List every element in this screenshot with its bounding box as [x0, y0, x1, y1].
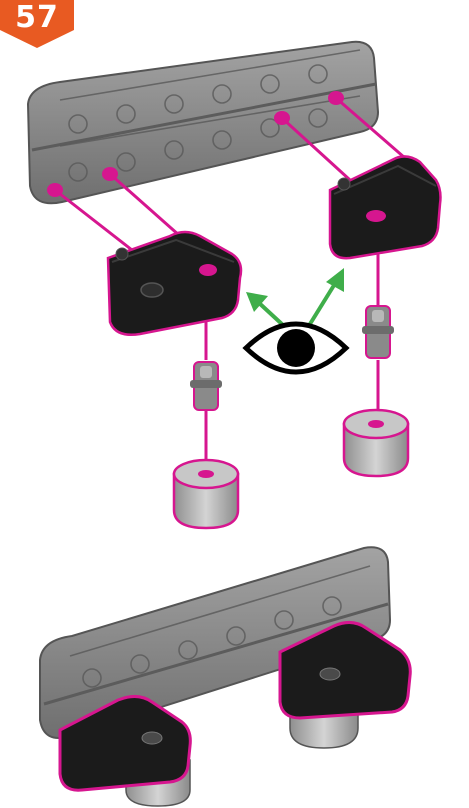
- axle-left: [190, 362, 222, 410]
- view-arrow-icon: [246, 268, 344, 326]
- bracket-right: [330, 156, 441, 258]
- eye-icon: [246, 324, 346, 372]
- wheel-left: [174, 460, 238, 528]
- assembled-view: [40, 547, 410, 806]
- wheel-right: [344, 410, 408, 476]
- frame-beam-top: [28, 42, 378, 203]
- step-number: 57: [2, 0, 72, 36]
- axle-right: [362, 306, 394, 358]
- exploded-view: [28, 42, 441, 528]
